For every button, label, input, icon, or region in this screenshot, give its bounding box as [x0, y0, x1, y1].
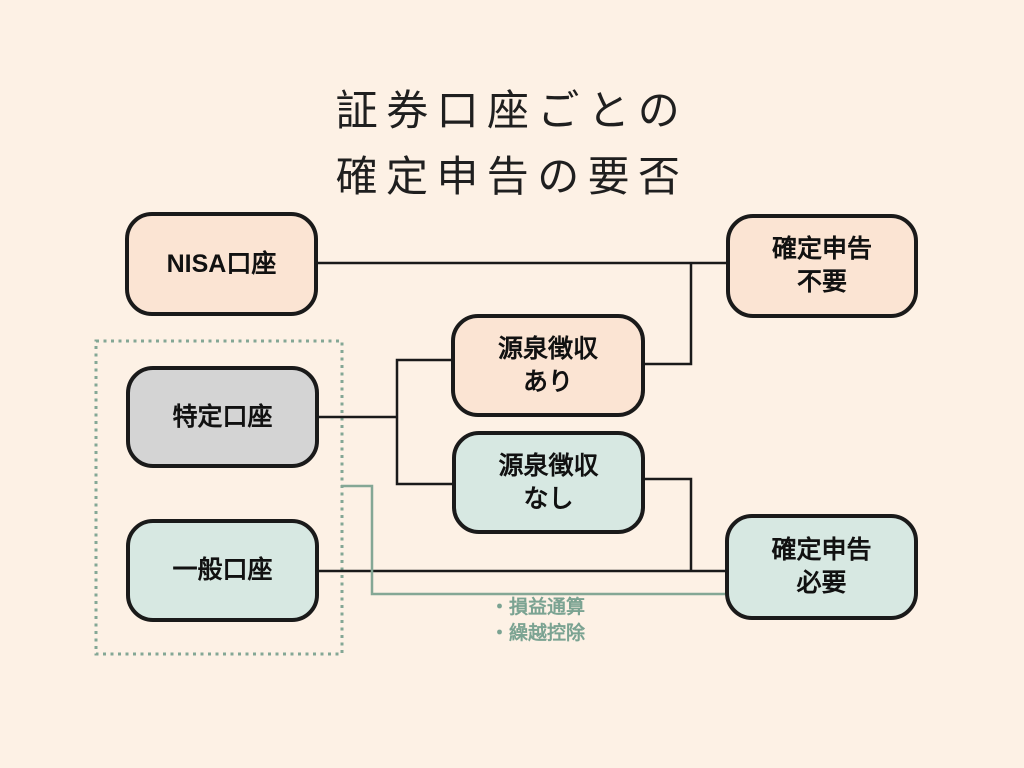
node-nisa-account: NISA口座: [125, 212, 318, 316]
connector-nashi-to-hitsuyou: [645, 477, 693, 571]
connector-tokutei-branch: [395, 358, 452, 486]
page-title-line-2: 確定申告の要否: [335, 153, 689, 200]
node-ippan-label: 一般口座: [172, 556, 273, 584]
node-nashi-line-1: 源泉徴収: [498, 451, 599, 480]
connector-ari-to-fuyou: [645, 263, 693, 366]
node-general-account: 一般口座: [126, 519, 319, 622]
note-loss-offset: ・損益通算: [490, 597, 586, 618]
node-fuyou-line-2: 不要: [796, 268, 847, 296]
node-tax-return-required: 確定申告 必要: [725, 514, 918, 620]
node-specified-account: 特定口座: [126, 366, 319, 468]
connector-loss-offset-green: [341, 484, 725, 596]
node-nashi-line-2: なし: [523, 484, 574, 513]
node-hitsuyou-line-1: 確定申告: [771, 536, 872, 564]
node-tokutei-label: 特定口座: [172, 402, 273, 431]
page-title: 証券口座ごとの 確定申告の要否: [0, 78, 1024, 210]
node-tax-return-not-required: 確定申告 不要: [726, 214, 918, 318]
note-carryover-deduction: ・繰越控除: [490, 623, 586, 644]
green-notes: ・損益通算 ・繰越控除: [490, 595, 585, 647]
node-withholding-no: 源泉徴収 なし: [452, 431, 645, 534]
node-ari-line-2: あり: [522, 367, 573, 396]
page-title-line-1: 証券口座ごとの: [335, 87, 689, 134]
taxable-accounts-dotted-frame: [94, 339, 344, 656]
node-ari-line-1: 源泉徴収: [497, 334, 598, 363]
node-nisa-label: NISA口座: [166, 249, 277, 278]
node-withholding-yes: 源泉徴収 あり: [451, 314, 645, 417]
node-hitsuyou-line-2: 必要: [796, 569, 847, 597]
node-fuyou-line-1: 確定申告: [771, 235, 872, 263]
